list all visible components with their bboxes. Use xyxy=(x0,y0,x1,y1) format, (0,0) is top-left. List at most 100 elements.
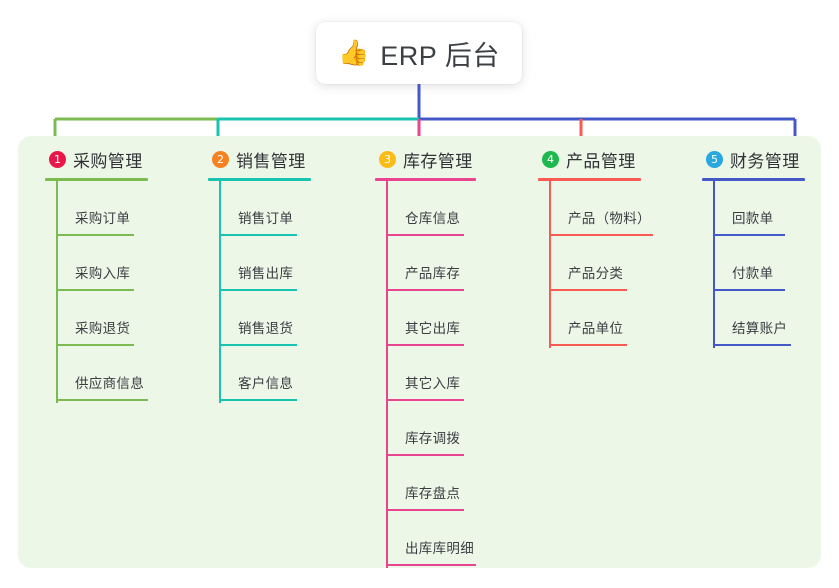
column-rule-4 xyxy=(538,178,641,181)
column-title-5: 财务管理 xyxy=(730,151,800,171)
column-header-3[interactable]: 3 库存管理 xyxy=(375,146,476,172)
column-rule-3 xyxy=(375,178,476,181)
column-1: 1 采购管理采购订单采购入库采购退货供应商信息 xyxy=(45,146,148,403)
list-item[interactable]: 产品分类 xyxy=(538,236,641,291)
list-item-rule xyxy=(386,509,464,511)
column-badge-2: 2 xyxy=(212,150,229,168)
list-item[interactable]: 付款单 xyxy=(702,236,805,291)
list-item-label: 采购订单 xyxy=(75,211,131,226)
list-item-rule xyxy=(386,344,464,346)
list-item[interactable]: 采购退货 xyxy=(45,291,148,346)
column-stem-1 xyxy=(56,181,58,403)
column-header-5[interactable]: 5 财务管理 xyxy=(702,146,805,172)
list-item-label: 其它入库 xyxy=(405,376,461,391)
list-item-rule xyxy=(713,289,785,291)
list-item-label: 库存盘点 xyxy=(405,486,461,501)
column-5: 5 财务管理回款单付款单结算账户 xyxy=(702,146,805,348)
list-item[interactable]: 回款单 xyxy=(702,181,805,236)
list-item-rule xyxy=(713,344,791,346)
list-item-label: 其它出库 xyxy=(405,321,461,336)
list-item-label: 客户信息 xyxy=(238,376,294,391)
column-stem-4 xyxy=(549,181,551,348)
column-stem-3 xyxy=(386,181,388,568)
list-item[interactable]: 其它出库 xyxy=(375,291,476,346)
column-3: 3 库存管理仓库信息产品库存其它出库其它入库库存调拨库存盘点出库库明细 xyxy=(375,146,476,568)
list-item[interactable]: 产品单位 xyxy=(538,291,641,346)
column-title-2: 销售管理 xyxy=(236,151,306,171)
item-list-4: 产品（物料） 产品分类产品单位 xyxy=(538,181,653,348)
root-title: ERP 后台 xyxy=(380,40,500,71)
list-item-rule xyxy=(219,344,297,346)
column-header-4[interactable]: 4 产品管理 xyxy=(538,146,641,172)
mindmap-panel xyxy=(18,136,821,568)
item-list-5: 回款单付款单结算账户 xyxy=(702,181,805,348)
list-item-rule xyxy=(386,234,464,236)
column-rule-5 xyxy=(702,178,805,181)
column-badge-4: 4 xyxy=(542,150,559,168)
list-item[interactable]: 结算账户 xyxy=(702,291,805,346)
list-item-rule xyxy=(56,344,134,346)
list-item-label: 销售退货 xyxy=(238,321,294,336)
column-2: 2 销售管理销售订单销售出库销售退货客户信息 xyxy=(208,146,311,403)
column-stem-5 xyxy=(713,181,715,348)
item-list-1: 采购订单采购入库采购退货供应商信息 xyxy=(45,181,148,403)
list-item-label: 库存调拨 xyxy=(405,431,461,446)
list-item-rule xyxy=(549,234,653,236)
thumbs-up-icon: 👍 xyxy=(338,38,370,67)
list-item-label: 销售订单 xyxy=(238,211,294,226)
list-item-label: 采购退货 xyxy=(75,321,131,336)
column-header-1[interactable]: 1 采购管理 xyxy=(45,146,148,172)
column-rule-2 xyxy=(208,178,311,181)
column-rule-1 xyxy=(45,178,148,181)
list-item[interactable]: 供应商信息 xyxy=(45,346,148,401)
list-item-rule xyxy=(219,399,297,401)
list-item-rule xyxy=(549,344,627,346)
list-item-rule xyxy=(386,454,464,456)
list-item[interactable]: 销售退货 xyxy=(208,291,311,346)
list-item[interactable]: 采购订单 xyxy=(45,181,148,236)
list-item[interactable]: 出库库明细 xyxy=(375,511,476,566)
list-item-rule xyxy=(56,399,148,401)
list-item[interactable]: 采购入库 xyxy=(45,236,148,291)
list-item-label: 结算账户 xyxy=(732,321,788,336)
column-badge-1: 1 xyxy=(49,150,66,168)
item-list-2: 销售订单销售出库销售退货客户信息 xyxy=(208,181,311,403)
list-item[interactable]: 仓库信息 xyxy=(375,181,476,236)
list-item-label: 出库库明细 xyxy=(405,541,474,556)
list-item-label: 产品分类 xyxy=(568,266,624,281)
list-item-label: 产品（物料） xyxy=(568,211,651,226)
root-node[interactable]: 👍 ERP 后台 xyxy=(316,22,522,84)
list-item-label: 销售出库 xyxy=(238,266,294,281)
column-stem-2 xyxy=(219,181,221,403)
list-item[interactable]: 客户信息 xyxy=(208,346,311,401)
list-item[interactable]: 库存调拨 xyxy=(375,401,476,456)
column-title-1: 采购管理 xyxy=(73,151,143,171)
list-item[interactable]: 产品库存 xyxy=(375,236,476,291)
column-badge-3: 3 xyxy=(379,150,396,168)
list-item[interactable]: 其它入库 xyxy=(375,346,476,401)
list-item-label: 付款单 xyxy=(732,266,774,281)
list-item[interactable]: 库存盘点 xyxy=(375,456,476,511)
list-item[interactable]: 销售订单 xyxy=(208,181,311,236)
list-item-rule xyxy=(549,289,627,291)
list-item-label: 产品单位 xyxy=(568,321,624,336)
list-item[interactable]: 产品（物料） xyxy=(538,181,653,236)
list-item-rule xyxy=(386,564,476,566)
list-item-label: 仓库信息 xyxy=(405,211,461,226)
column-title-3: 库存管理 xyxy=(403,151,473,171)
list-item-rule xyxy=(386,289,464,291)
list-item-rule xyxy=(713,234,785,236)
list-item[interactable]: 销售出库 xyxy=(208,236,311,291)
item-list-3: 仓库信息产品库存其它出库其它入库库存调拨库存盘点出库库明细 xyxy=(375,181,476,568)
column-4: 4 产品管理产品（物料） 产品分类产品单位 xyxy=(538,146,653,348)
list-item-rule xyxy=(386,399,464,401)
list-item-rule xyxy=(219,289,297,291)
list-item-rule xyxy=(56,289,134,291)
list-item-label: 回款单 xyxy=(732,211,774,226)
column-header-2[interactable]: 2 销售管理 xyxy=(208,146,311,172)
list-item-rule xyxy=(219,234,297,236)
list-item-label: 产品库存 xyxy=(405,266,461,281)
column-badge-5: 5 xyxy=(706,150,723,168)
column-title-4: 产品管理 xyxy=(566,151,636,171)
list-item-label: 供应商信息 xyxy=(75,376,144,391)
